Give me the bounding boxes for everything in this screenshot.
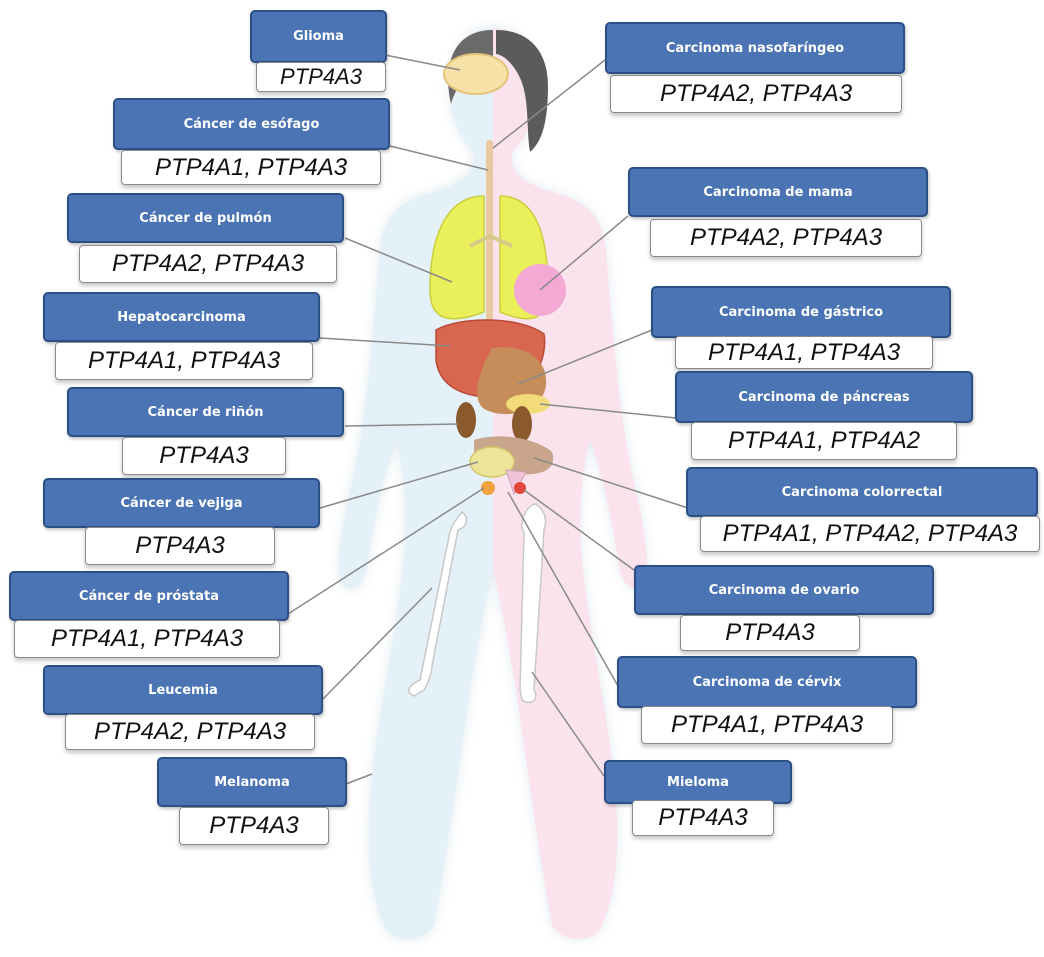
disease-label: Carcinoma de mama xyxy=(628,167,928,217)
disease-label: Carcinoma de ovario xyxy=(634,565,934,615)
callout-gastrico: Carcinoma de gástrico PTP4A1, PTP4A3 xyxy=(651,286,951,376)
disease-label: Carcinoma de páncreas xyxy=(675,371,973,423)
callout-leucemia: Leucemia PTP4A2, PTP4A3 xyxy=(43,665,328,760)
disease-label: Carcinoma de gástrico xyxy=(651,286,951,338)
disease-label: Carcinoma de cérvix xyxy=(617,656,917,708)
callout-pulmon: Cáncer de pulmón PTP4A2, PTP4A3 xyxy=(67,193,347,293)
gene-label: PTP4A1, PTP4A2, PTP4A3 xyxy=(700,516,1040,552)
disease-label: Melanoma xyxy=(157,757,347,807)
callout-mieloma: Mieloma PTP4A3 xyxy=(604,760,804,845)
callout-nasofaringeo: Carcinoma nasofaríngeo PTP4A2, PTP4A3 xyxy=(605,22,905,122)
gene-label: PTP4A1, PTP4A2 xyxy=(691,422,957,460)
disease-label: Cáncer de próstata xyxy=(9,571,289,621)
gene-label: PTP4A3 xyxy=(179,807,329,845)
callout-rinon: Cáncer de riñón PTP4A3 xyxy=(67,387,347,482)
callout-colorrectal: Carcinoma colorrectal PTP4A1, PTP4A2, PT… xyxy=(686,467,1044,557)
callout-pancreas: Carcinoma de páncreas PTP4A1, PTP4A2 xyxy=(675,371,975,471)
gene-label: PTP4A2, PTP4A3 xyxy=(79,245,337,283)
callout-ovario: Carcinoma de ovario PTP4A3 xyxy=(634,565,934,660)
callout-mama: Carcinoma de mama PTP4A2, PTP4A3 xyxy=(628,167,928,267)
callout-vejiga: Cáncer de vejiga PTP4A3 xyxy=(43,478,323,573)
gene-label: PTP4A3 xyxy=(85,527,275,565)
gene-label: PTP4A2, PTP4A3 xyxy=(610,75,902,113)
disease-label: Cáncer de pulmón xyxy=(67,193,344,243)
disease-label: Hepatocarcinoma xyxy=(43,292,320,342)
gene-label: PTP4A3 xyxy=(680,615,860,651)
disease-label: Cáncer de riñón xyxy=(67,387,344,437)
disease-label: Glioma xyxy=(250,10,387,63)
callout-glioma: Glioma PTP4A3 xyxy=(250,10,390,100)
disease-label: Carcinoma nasofaríngeo xyxy=(605,22,905,74)
gene-label: PTP4A1, PTP4A3 xyxy=(55,342,313,380)
callout-hepatocarcinoma: Hepatocarcinoma PTP4A1, PTP4A3 xyxy=(43,292,323,387)
callout-prostata: Cáncer de próstata PTP4A1, PTP4A3 xyxy=(9,571,294,666)
disease-label: Leucemia xyxy=(43,665,323,715)
callout-cervix: Carcinoma de cérvix PTP4A1, PTP4A3 xyxy=(617,656,917,751)
disease-label: Cáncer de esófago xyxy=(113,98,390,150)
disease-label: Carcinoma colorrectal xyxy=(686,467,1038,517)
callout-esofago: Cáncer de esófago PTP4A1, PTP4A3 xyxy=(113,98,393,193)
gene-label: PTP4A1, PTP4A3 xyxy=(675,336,933,369)
gene-label: PTP4A1, PTP4A3 xyxy=(14,620,280,658)
disease-label: Cáncer de vejiga xyxy=(43,478,320,528)
gene-label: PTP4A2, PTP4A3 xyxy=(65,714,315,750)
callout-melanoma: Melanoma PTP4A3 xyxy=(157,757,357,852)
gene-label: PTP4A2, PTP4A3 xyxy=(650,219,922,257)
gene-label: PTP4A3 xyxy=(122,437,286,475)
disease-label: Mieloma xyxy=(604,760,792,804)
gene-label: PTP4A3 xyxy=(632,800,774,836)
gene-label: PTP4A1, PTP4A3 xyxy=(641,706,893,744)
gene-label: PTP4A3 xyxy=(256,62,386,92)
gene-label: PTP4A1, PTP4A3 xyxy=(121,150,381,185)
